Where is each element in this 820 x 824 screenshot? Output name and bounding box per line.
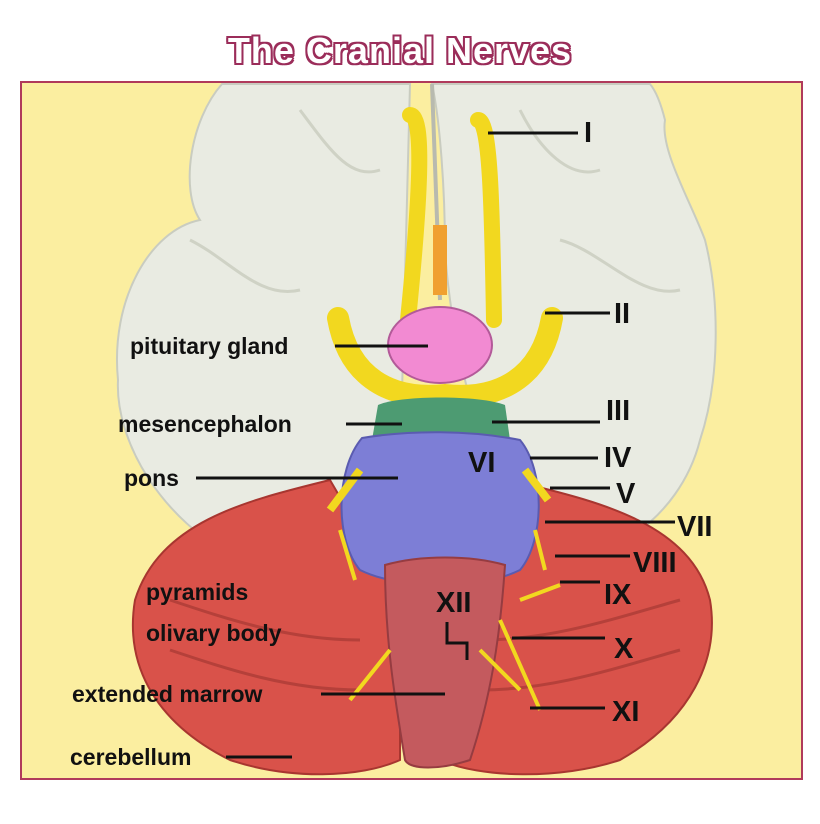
nerve-branch bbox=[498, 619, 542, 711]
nerve-branch bbox=[478, 648, 522, 692]
gyrus-line bbox=[559, 238, 681, 293]
nerve-label-X: X bbox=[614, 633, 634, 665]
olfactory-nerve-left bbox=[400, 107, 428, 328]
label-pons: pons bbox=[124, 465, 179, 491]
folia-line bbox=[479, 648, 681, 692]
label-cerebellum: cerebellum bbox=[70, 744, 191, 770]
nerve-label-VII: VII bbox=[677, 511, 712, 543]
cerebellum-left bbox=[131, 478, 401, 776]
nerve-label-II: II bbox=[614, 298, 630, 330]
stalk bbox=[433, 225, 447, 295]
nerve-label-IX: IX bbox=[604, 579, 632, 611]
label-extended-marrow: extended marrow bbox=[72, 681, 263, 707]
nerve-label-III: III bbox=[606, 395, 630, 427]
label-mesencephalon: mesencephalon bbox=[118, 411, 292, 437]
nerve-branch bbox=[519, 583, 561, 602]
label-pituitary-gland: pituitary gland bbox=[130, 333, 288, 359]
nerve-label-IV: IV bbox=[604, 442, 632, 474]
leader-lines bbox=[196, 131, 675, 759]
nerve-label-VI: VI bbox=[468, 447, 495, 479]
olfactory-nerve-right bbox=[470, 112, 502, 328]
gyrus-line bbox=[518, 109, 601, 174]
folia-line bbox=[169, 648, 361, 692]
gyrus-line bbox=[189, 238, 301, 293]
figure-title: The Cranial Nerves bbox=[227, 30, 573, 71]
gyrus-line bbox=[298, 109, 381, 174]
nerve-branch bbox=[533, 529, 547, 571]
nerve-branch bbox=[348, 648, 392, 702]
nerve-branches bbox=[326, 467, 561, 711]
medulla-oblongata bbox=[383, 556, 507, 769]
nerve-label-I: I bbox=[584, 117, 592, 149]
nerve-label-XII: XII bbox=[436, 587, 471, 619]
nerve-label-XI: XI bbox=[612, 696, 639, 728]
nerve-branch bbox=[521, 467, 552, 503]
nerve-branch bbox=[338, 529, 357, 581]
label-pyramids: pyramids bbox=[146, 579, 248, 605]
label-olivary-body: olivary body bbox=[146, 620, 282, 646]
nerve-label-V: V bbox=[616, 478, 636, 510]
pons bbox=[340, 431, 540, 586]
nerve-label-VIII: VIII bbox=[633, 547, 677, 579]
optic-chiasm bbox=[327, 307, 563, 407]
folia-line bbox=[169, 598, 361, 642]
folia-line bbox=[479, 598, 681, 642]
leader-XII bbox=[445, 622, 469, 660]
